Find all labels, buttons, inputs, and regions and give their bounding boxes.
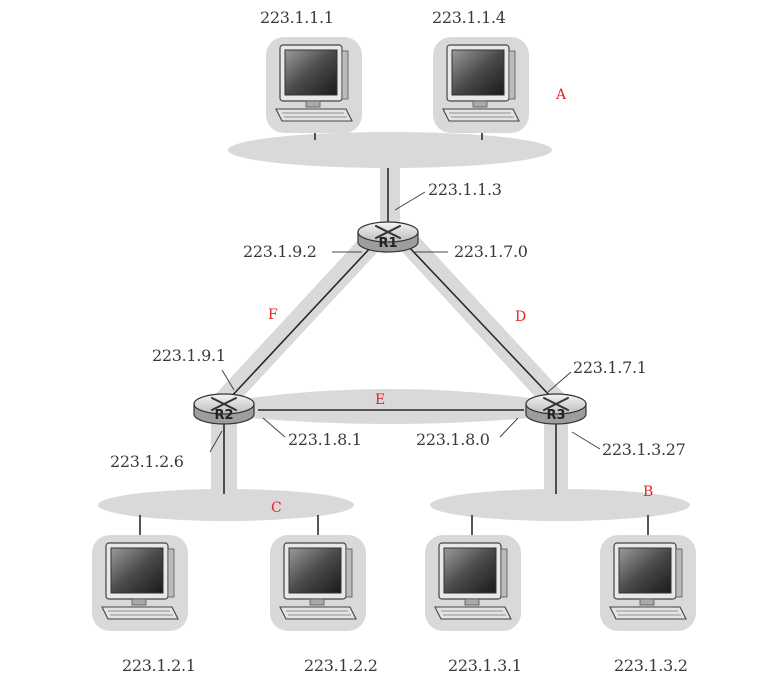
computer-icon bbox=[269, 534, 367, 632]
router-r1-label: R1 bbox=[378, 236, 398, 251]
interface-address: 223.1.3.27 bbox=[602, 440, 686, 459]
host-address: 223.1.1.4 bbox=[432, 8, 506, 27]
segment-label-c: C bbox=[271, 500, 282, 516]
computer-icon bbox=[424, 534, 522, 632]
computer-icon bbox=[432, 36, 530, 134]
segment-label-a: A bbox=[556, 87, 567, 103]
interface-address: 223.1.1.3 bbox=[428, 180, 502, 199]
host-address: 223.1.3.1 bbox=[448, 656, 522, 675]
router-r3-label: R3 bbox=[546, 408, 566, 423]
computer-icon bbox=[265, 36, 363, 134]
computer-icon bbox=[599, 534, 697, 632]
interface-address: 223.1.2.6 bbox=[110, 452, 184, 471]
wire-r1-r2 bbox=[229, 245, 373, 399]
segment-label-e: E bbox=[375, 392, 386, 408]
callout-lines bbox=[209, 191, 601, 453]
interface-address: 223.1.7.1 bbox=[573, 358, 647, 377]
segment-label-b: B bbox=[643, 484, 654, 500]
interface-address: 223.1.8.1 bbox=[288, 430, 362, 449]
wires bbox=[139, 118, 649, 548]
interface-address: 223.1.9.1 bbox=[152, 346, 226, 365]
interface-address: 223.1.7.0 bbox=[454, 242, 528, 261]
host-address: 223.1.2.2 bbox=[304, 656, 378, 675]
host-address: 223.1.1.1 bbox=[260, 8, 334, 27]
host-address: 223.1.3.2 bbox=[614, 656, 688, 675]
link-shading bbox=[98, 132, 690, 521]
router-r2-label: R2 bbox=[214, 408, 234, 423]
segment-label-f: F bbox=[268, 307, 278, 323]
wire-r1-r3 bbox=[407, 245, 553, 399]
interface-address: 223.1.8.0 bbox=[416, 430, 490, 449]
computer-icon bbox=[91, 534, 189, 632]
host-address: 223.1.2.1 bbox=[122, 656, 196, 675]
interface-address: 223.1.9.2 bbox=[243, 242, 317, 261]
segment-label-d: D bbox=[515, 309, 527, 325]
